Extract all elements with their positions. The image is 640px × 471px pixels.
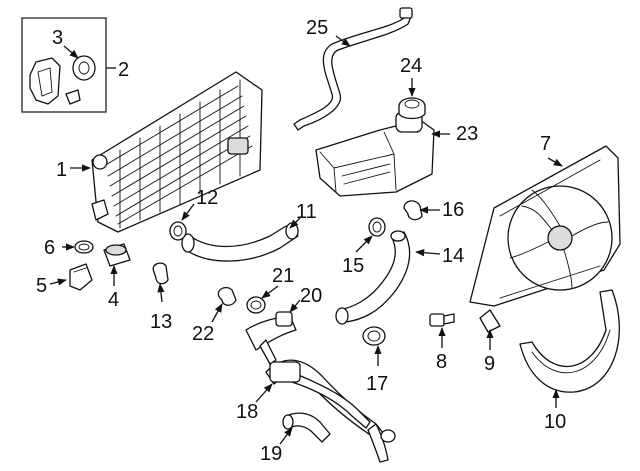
connector-20 [245, 311, 297, 365]
callout-13: 13 [150, 311, 172, 333]
callout-23: 23 [456, 123, 478, 145]
hose-clamp-12 [169, 221, 187, 241]
clip-9 [479, 309, 501, 333]
fan-shroud-lower-shield [519, 289, 620, 393]
radiator [91, 71, 263, 233]
callout-9: 9 [484, 353, 495, 375]
callout-labels: 1 2 3 4 5 6 7 8 9 10 11 12 13 14 15 16 1… [36, 17, 566, 465]
callout-16: 16 [442, 199, 464, 221]
coolant-hose-19 [282, 412, 331, 443]
clamp-22 [217, 286, 237, 306]
hose-clamp-13 [152, 262, 169, 285]
reservoir-cap [398, 97, 426, 120]
callout-10: 10 [544, 411, 566, 433]
o-ring-15 [368, 217, 386, 237]
callout-7: 7 [540, 133, 551, 155]
drain-plug [69, 263, 93, 291]
callout-1: 1 [56, 159, 67, 181]
callout-14: 14 [442, 245, 464, 267]
callout-4: 4 [108, 289, 119, 311]
inset-box [21, 17, 116, 113]
callout-8: 8 [436, 351, 447, 373]
upper-radiator-hose [335, 230, 411, 325]
coolant-tube-assembly [265, 359, 396, 463]
overflow-hose [293, 7, 413, 131]
callout-25: 25 [306, 17, 328, 39]
radiator-cap [103, 243, 131, 267]
callout-5: 5 [36, 275, 47, 297]
callout-6: 6 [44, 237, 55, 259]
leader-lines [49, 35, 563, 445]
coolant-reservoir [315, 111, 435, 197]
callout-15: 15 [342, 255, 364, 277]
callout-17: 17 [366, 373, 388, 395]
o-ring-21 [246, 296, 266, 314]
callout-24: 24 [400, 55, 422, 77]
callout-19: 19 [260, 443, 282, 465]
callout-3: 3 [52, 27, 63, 49]
callout-2: 2 [118, 59, 129, 81]
callout-11: 11 [296, 201, 317, 223]
callout-22: 22 [192, 323, 214, 345]
callout-18: 18 [236, 401, 258, 423]
bolt-8 [429, 313, 455, 327]
callout-12: 12 [196, 187, 218, 209]
callout-20: 20 [300, 285, 322, 307]
fan-shroud-assembly [469, 145, 621, 307]
lower-radiator-hose [181, 222, 299, 262]
o-ring [74, 240, 94, 254]
clamp-16 [403, 200, 423, 221]
clamp-17 [362, 326, 386, 346]
callout-21: 21 [272, 265, 294, 287]
